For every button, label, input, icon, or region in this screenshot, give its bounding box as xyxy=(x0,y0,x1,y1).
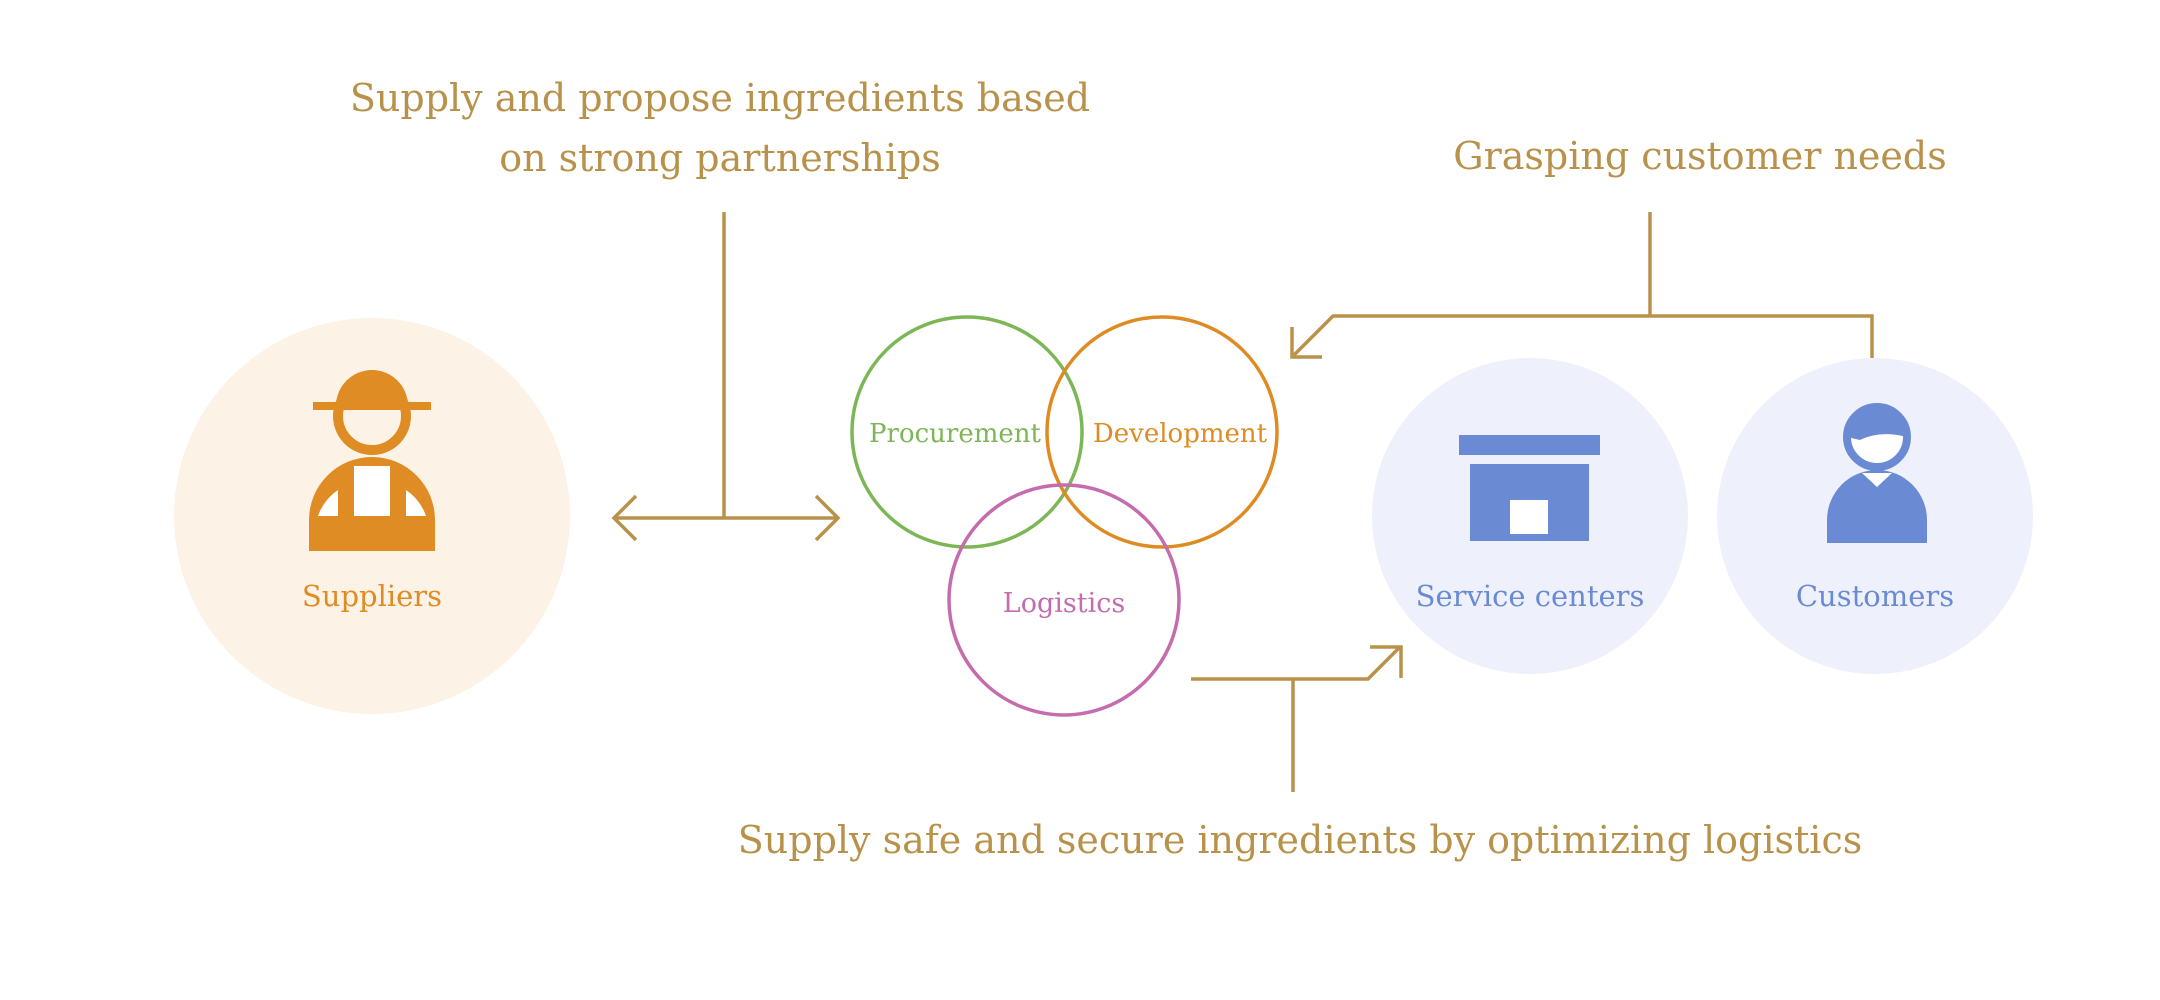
farmer-icon xyxy=(309,370,435,551)
logistics-label: Logistics xyxy=(1003,588,1125,619)
suppliers-venn-double-arrow xyxy=(611,212,841,542)
customer-needs-arrow xyxy=(1290,212,1874,359)
service-centers-node: Service centers xyxy=(1372,358,1688,674)
suppliers-link-caption: Supply and propose ingredients based on … xyxy=(330,68,1110,188)
procurement-label: Procurement xyxy=(869,419,1041,449)
development-circle xyxy=(1045,315,1279,549)
warehouse-icon xyxy=(1459,435,1600,541)
customers-label: Customers xyxy=(1796,579,1954,613)
person-icon xyxy=(1827,403,1927,543)
suppliers-link-caption-line1: Supply and propose ingredients based xyxy=(349,76,1091,120)
logistics-arrow xyxy=(1191,645,1403,792)
service-centers-label: Service centers xyxy=(1416,579,1645,613)
logistics-circle xyxy=(947,483,1181,717)
logistics-link-caption: Supply safe and secure ingredients by op… xyxy=(737,818,1863,862)
procurement-circle xyxy=(850,315,1084,549)
customers-node: Customers xyxy=(1717,358,2033,674)
connectors xyxy=(611,212,1874,792)
customer-needs-caption: Grasping customer needs xyxy=(1453,134,1947,178)
suppliers-node: Suppliers xyxy=(174,318,570,714)
development-label: Development xyxy=(1093,419,1268,449)
venn-diagram xyxy=(850,315,1279,717)
suppliers-label: Suppliers xyxy=(302,579,442,613)
suppliers-link-caption-line2: on strong partnerships xyxy=(499,136,941,180)
